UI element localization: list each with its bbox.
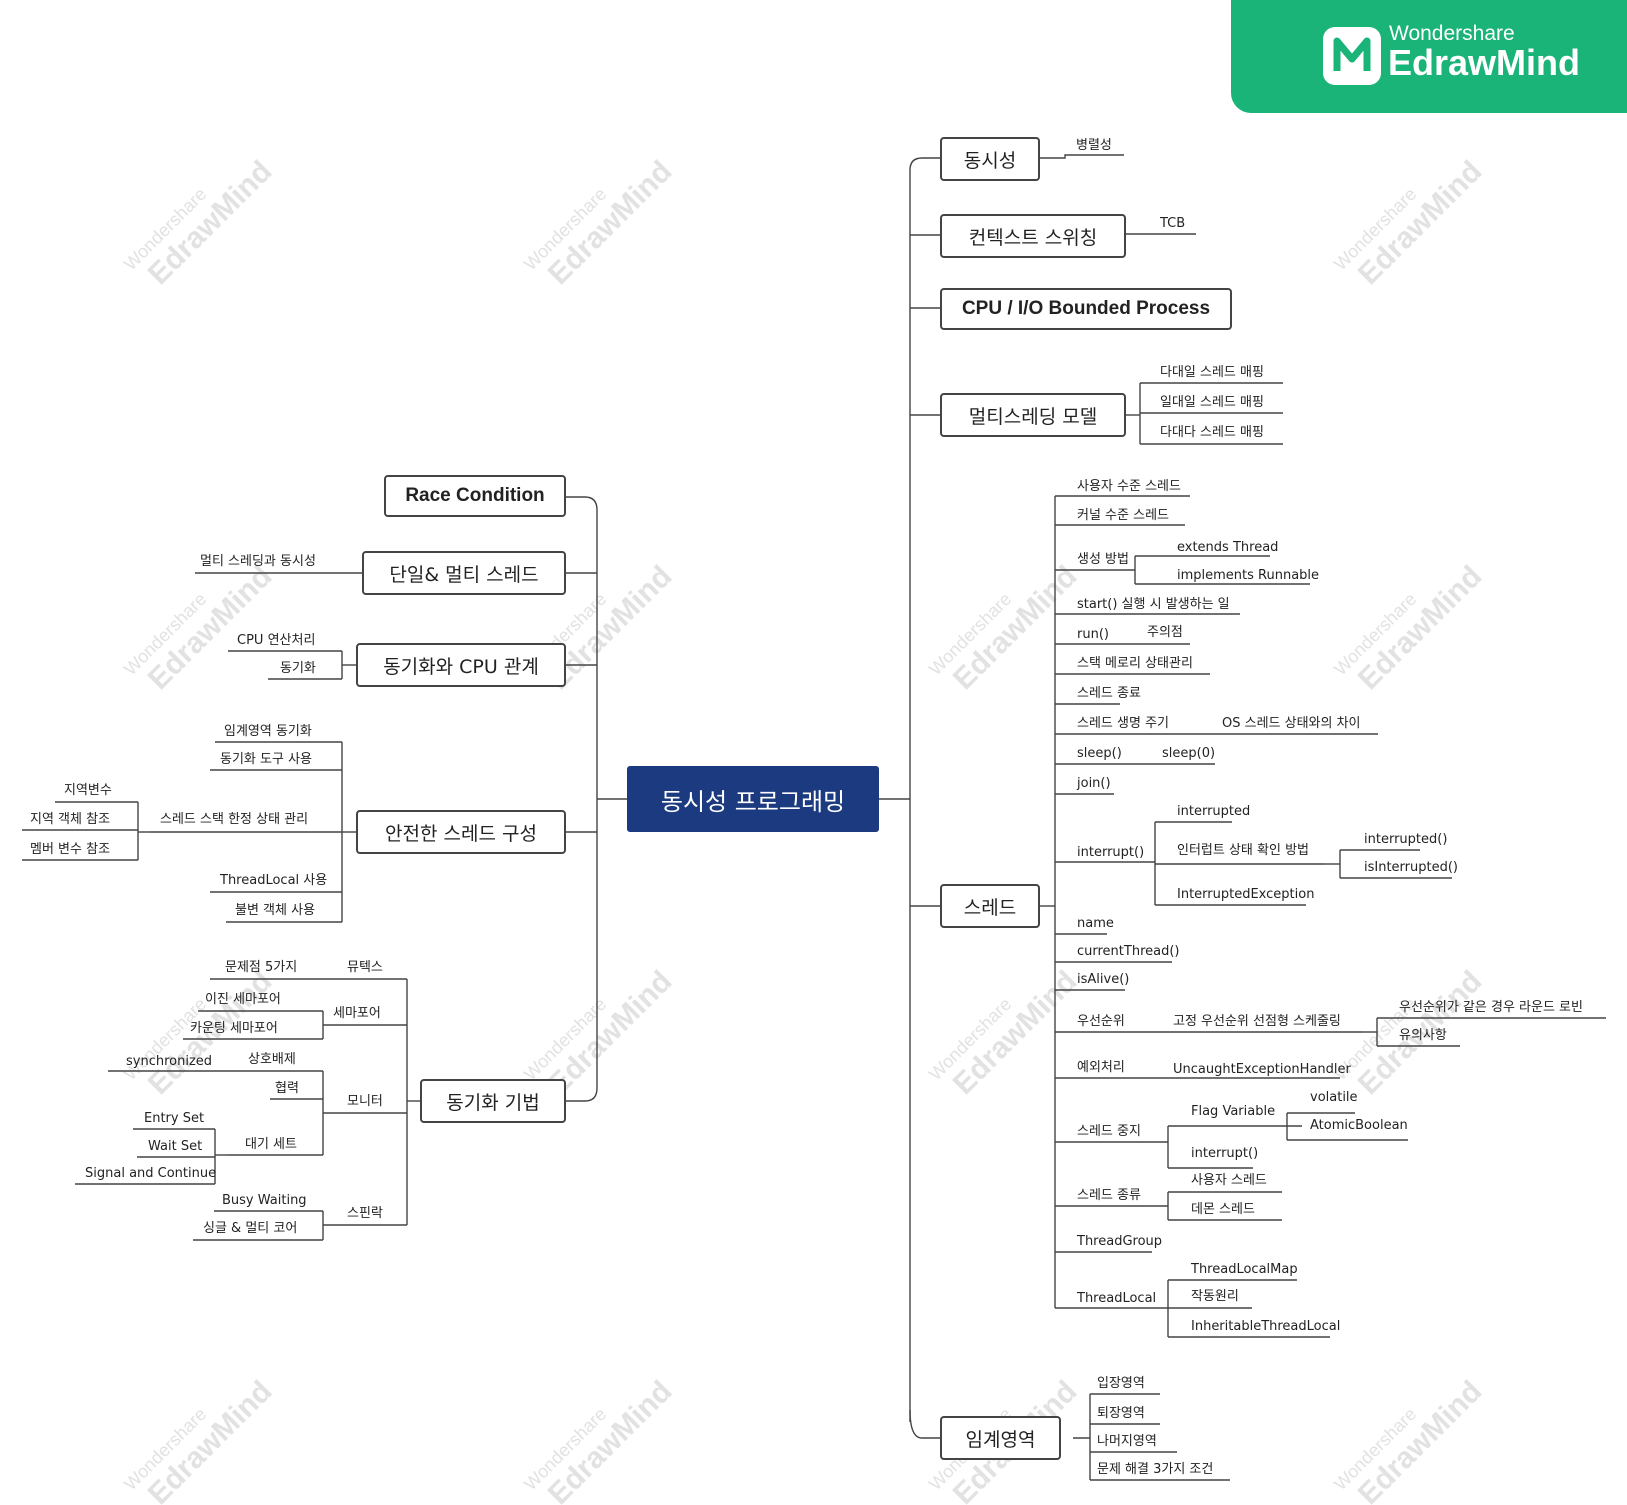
edrawmind-logo-icon [1323,27,1381,85]
leaf-member-variable-ref[interactable]: 멤버 변수 참조 [30,842,111,857]
leaf-many-to-many[interactable]: 다대다 스레드 매핑 [1160,425,1264,440]
topic-thread[interactable]: 스레드 [940,884,1040,928]
leaf-exception-handling[interactable]: 예외처리 [1077,1060,1125,1075]
leaf-sync-tools[interactable]: 동기화 도구 사용 [220,752,312,767]
leaf-os-thread-diff[interactable]: OS 스레드 상태와의 차이 [1222,716,1361,731]
leaf-semaphore[interactable]: 세마포어 [333,1006,381,1021]
leaf-thread-kinds[interactable]: 스레드 종류 [1077,1188,1141,1203]
leaf-critical-section-sync[interactable]: 임계영역 동기화 [224,724,312,739]
leaf-signal-and-continue[interactable]: Signal and Continue [85,1166,217,1181]
leaf-remainder-section[interactable]: 나머지영역 [1097,1434,1157,1449]
leaf-implements-runnable[interactable]: implements Runnable [1177,568,1320,583]
topic-context-switching[interactable]: 컨텍스트 스위칭 [940,214,1126,258]
leaf-volatile[interactable]: volatile [1310,1090,1358,1105]
leaf-three-conditions[interactable]: 문제 해결 3가지 조건 [1097,1462,1214,1477]
leaf-name[interactable]: name [1077,916,1114,931]
leaf-local-object-ref[interactable]: 지역 객체 참조 [30,812,111,827]
leaf-run[interactable]: run() [1077,627,1109,642]
leaf-interrupt[interactable]: interrupt() [1077,845,1145,860]
leaf-sleep-zero[interactable]: sleep(0) [1162,746,1216,761]
logo-brand-text: Wondershare [1389,22,1515,45]
leaf-tcb[interactable]: TCB [1160,216,1186,231]
leaf-working-principle[interactable]: 작동원리 [1191,1289,1239,1304]
central-topic[interactable]: 동시성 프로그래밍 [627,766,879,832]
leaf-fixed-priority[interactable]: 고정 우선순위 선점형 스케줄링 [1173,1014,1341,1029]
leaf-interrupted[interactable]: interrupted [1177,804,1251,819]
leaf-single-multi-core[interactable]: 싱글 & 멀티 코어 [203,1221,298,1236]
leaf-binary-semaphore[interactable]: 이진 세마포어 [205,992,281,1007]
topic-cpu-io-bounded[interactable]: CPU / I/O Bounded Process [940,288,1232,330]
leaf-kernel-thread[interactable]: 커널 수준 스레드 [1077,508,1169,523]
leaf-creation-method[interactable]: 생성 방법 [1077,552,1129,567]
leaf-entry-set[interactable]: Entry Set [144,1111,205,1126]
leaf-sleep[interactable]: sleep() [1077,746,1122,761]
topic-sync-techniques[interactable]: 동기화 기법 [420,1079,566,1123]
leaf-counting-semaphore[interactable]: 카운팅 세마포어 [190,1021,278,1036]
leaf-uncaught-handler[interactable]: UncaughtExceptionHandler [1173,1062,1351,1077]
leaf-stack-confinement[interactable]: 스레드 스택 한정 상태 관리 [160,812,309,827]
logo-product-text: EdrawMind [1388,42,1581,83]
leaf-priority[interactable]: 우선순위 [1077,1014,1125,1029]
leaf-parallelism[interactable]: 병렬성 [1076,138,1112,153]
leaf-interrupt-check[interactable]: 인터럽트 상태 확인 방법 [1177,843,1309,858]
leaf-local-variable[interactable]: 지역변수 [64,783,112,798]
leaf-sync[interactable]: 동기화 [280,661,316,676]
leaf-exit-section[interactable]: 퇴장영역 [1097,1406,1145,1421]
leaf-user-thread[interactable]: 사용자 수준 스레드 [1077,479,1181,494]
leaf-daemon-thread[interactable]: 데몬 스레드 [1191,1202,1255,1217]
leaf-busy-waiting[interactable]: Busy Waiting [222,1193,307,1208]
leaf-thread-local[interactable]: ThreadLocal [1077,1291,1157,1306]
leaf-entry-section[interactable]: 입장영역 [1097,1376,1145,1391]
topic-safe-thread[interactable]: 안전한 스레드 구성 [356,810,566,854]
leaf-wait-set[interactable]: Wait Set [148,1139,203,1154]
leaf-thread-group[interactable]: ThreadGroup [1077,1234,1163,1249]
leaf-priority-notes[interactable]: 유의사항 [1399,1028,1447,1043]
leaf-inheritable-thread-local[interactable]: InheritableThreadLocal [1191,1319,1341,1334]
leaf-run-caution[interactable]: 주의점 [1147,625,1183,640]
leaf-thread-stop[interactable]: 스레드 중지 [1077,1124,1141,1139]
leaf-current-thread[interactable]: currentThread() [1077,944,1180,959]
leaf-join[interactable]: join() [1077,776,1111,791]
leaf-immutable-object[interactable]: 불변 객체 사용 [235,903,316,918]
topic-sync-cpu[interactable]: 동기화와 CPU 관계 [356,643,566,687]
leaf-one-to-one[interactable]: 일대일 스레드 매핑 [1160,395,1264,410]
leaf-thread-termination[interactable]: 스레드 종료 [1077,686,1141,701]
leaf-many-to-one[interactable]: 다대일 스레드 매핑 [1160,365,1264,380]
leaf-monitor[interactable]: 모니터 [347,1094,383,1109]
topic-single-multi-thread[interactable]: 단일& 멀티 스레드 [362,551,566,595]
leaf-stack-memory[interactable]: 스택 메로리 상태관리 [1077,656,1193,671]
leaf-stop-interrupt[interactable]: interrupt() [1191,1146,1259,1161]
leaf-spinlock[interactable]: 스핀락 [347,1206,383,1221]
leaf-thread-lifecycle[interactable]: 스레드 생명 주기 [1077,716,1169,731]
leaf-user-thread-kind[interactable]: 사용자 스레드 [1191,1173,1267,1188]
edrawmind-logo: Wondershare EdrawMind [1231,0,1627,113]
leaf-thread-local-map[interactable]: ThreadLocalMap [1191,1262,1298,1277]
topic-multithreading-model[interactable]: 멀티스레딩 모델 [940,393,1126,437]
leaf-flag-variable[interactable]: Flag Variable [1191,1104,1276,1119]
leaf-interrupted-method[interactable]: interrupted() [1364,832,1448,847]
topic-critical-section[interactable]: 임계영역 [940,1416,1061,1460]
leaf-cooperation[interactable]: 협력 [275,1081,299,1096]
leaf-atomic-boolean[interactable]: AtomicBoolean [1310,1118,1408,1133]
leaf-multithreading-concurrency[interactable]: 멀티 스레딩과 동시성 [200,554,316,569]
leaf-round-robin[interactable]: 우선순위가 같은 경우 라운드 로빈 [1399,1000,1583,1015]
topic-concurrency[interactable]: 동시성 [940,137,1040,181]
leaf-interrupted-exception[interactable]: InterruptedException [1177,887,1315,902]
leaf-mutual-exclusion[interactable]: 상호배제 [248,1052,296,1067]
leaf-synchronized[interactable]: synchronized [126,1054,213,1069]
leaf-five-problems[interactable]: 문제점 5가지 [225,960,298,975]
leaf-is-alive[interactable]: isAlive() [1077,972,1130,987]
leaf-is-interrupted[interactable]: isInterrupted() [1364,860,1458,875]
leaf-mutex[interactable]: 뮤텍스 [347,960,383,975]
topic-race-condition[interactable]: Race Condition [384,475,566,517]
leaf-cpu-operation[interactable]: CPU 연산처리 [237,633,316,648]
leaf-wait-set-group[interactable]: 대기 세트 [245,1137,297,1152]
leaf-thread-local-use[interactable]: ThreadLocal 사용 [220,873,328,888]
leaf-start[interactable]: start() 실행 시 발생하는 일 [1077,597,1230,612]
leaf-extends-thread[interactable]: extends Thread [1177,540,1279,555]
